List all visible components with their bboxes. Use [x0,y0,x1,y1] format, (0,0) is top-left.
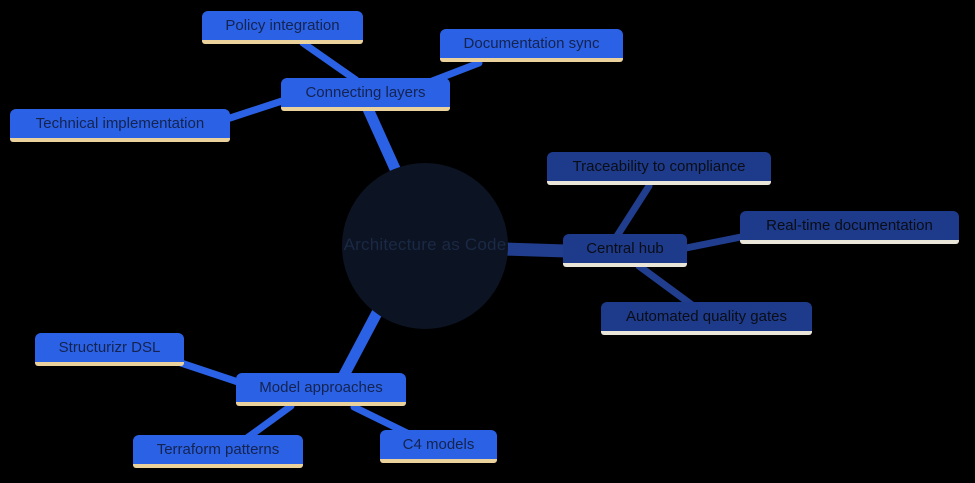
edge-root-connecting-layers [362,103,402,177]
edge-model-approaches-terraform-patterns [243,402,295,442]
node-model-approaches[interactable]: Model approaches [236,373,406,406]
node-automated-quality-gates[interactable]: Automated quality gates [601,302,812,335]
node-central-hub[interactable]: Central hub [563,234,687,267]
node-structurizr-dsl[interactable]: Structurizr DSL [35,333,184,366]
edge-connecting-layers-technical-implementation [223,97,286,123]
node-documentation-sync[interactable]: Documentation sync [440,29,623,62]
node-c4-models[interactable]: C4 models [380,430,497,463]
edge-central-hub-traceability [613,182,653,240]
node-real-time-documentation[interactable]: Real-time documentation [740,211,959,244]
node-policy-integration[interactable]: Policy integration [202,11,363,44]
root-node-label[interactable]: Architecture as Code [343,235,507,254]
node-technical-implementation[interactable]: Technical implementation [10,109,230,142]
edge-central-hub-realtime-documentation [682,232,750,252]
edge-model-approaches-c4-models [350,403,411,437]
root-node-circle[interactable] [342,163,508,329]
edge-central-hub-automated-quality-gates [635,262,696,309]
edge-root-model-approaches [337,303,385,383]
edge-root-central-hub [496,242,573,258]
node-connecting-layers[interactable]: Connecting layers [281,78,450,111]
edge-model-approaches-structurizr-dsl [177,359,245,387]
node-terraform-patterns[interactable]: Terraform patterns [133,435,303,468]
edge-connecting-layers-policy-integration [299,39,360,84]
node-traceability-to-compliance[interactable]: Traceability to compliance [547,152,771,185]
